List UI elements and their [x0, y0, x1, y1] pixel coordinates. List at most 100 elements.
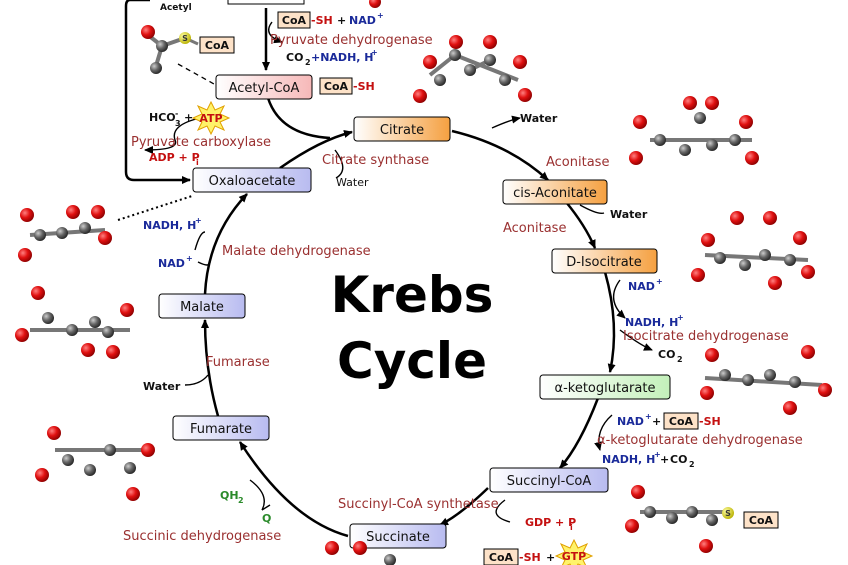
hco3-plus: +: [184, 111, 193, 124]
nadh-icdh: NADH, H: [625, 316, 678, 329]
nad-icdh: NAD: [628, 280, 655, 293]
gtp-label: GTP: [562, 550, 586, 563]
adp-sub: i: [196, 158, 199, 167]
plus-top: +: [337, 14, 346, 27]
molecule-succinyl-coa: S CoA: [625, 485, 779, 553]
node-oxaloacetate-label: Oxaloacetate: [209, 174, 296, 189]
co2-icdh: CO: [658, 348, 675, 361]
nad-top-sup: +: [377, 11, 384, 20]
nadh-akg: NADH, H: [602, 453, 655, 466]
plus-akg: +: [652, 415, 661, 428]
node-a-ketoglutarate: α-ketoglutarate: [539, 374, 671, 400]
coa-molecule-succinyl: CoA: [749, 514, 774, 527]
nad-mdh-sup: +: [186, 254, 193, 263]
enzyme-aconitase-2: Aconitase: [503, 221, 566, 236]
node-succinyl-coa: Succinyl-CoA: [489, 467, 609, 493]
enzyme-isocitrate-dehydrogenase: Isocitrate dehydrogenase: [623, 329, 789, 344]
node-fumarate: Fumarate: [172, 415, 270, 441]
molecule-oxaloacetate: [18, 205, 112, 262]
molecule-succinate: [325, 541, 396, 565]
title-line1: Krebs: [331, 266, 494, 324]
enzyme-succinic-dehydrogenase: Succinic dehydrogenase: [123, 529, 281, 544]
water-aconitase: Water: [610, 208, 648, 221]
co2-top: CO: [286, 51, 303, 64]
node-citrate-label: Citrate: [380, 123, 424, 138]
node-succinate: Succinate: [349, 523, 447, 549]
sh-akg: -SH: [699, 415, 721, 428]
atp-label: ATP: [199, 112, 222, 125]
nad-mdh: NAD: [158, 257, 185, 270]
nad-akg-sup: +: [645, 412, 652, 421]
molecule-top-partial: [369, 0, 381, 8]
node-cis-aconitate: cis-Aconitate: [502, 179, 608, 205]
coa-akg: CoA: [669, 415, 694, 428]
node-cis-aconitate-label: cis-Aconitate: [513, 186, 597, 201]
water-citrate-out: Water: [520, 112, 558, 125]
nadh-mdh-sup: +: [195, 216, 202, 225]
molecule-malate: [15, 286, 134, 359]
enzyme-fumarase: Fumarase: [206, 355, 270, 370]
node-d-isocitrate-label: D-Isocitrate: [566, 255, 642, 270]
sulfur-label: S: [182, 34, 188, 43]
sh-scs: -SH: [519, 551, 541, 564]
node-d-isocitrate: D-Isocitrate: [551, 248, 658, 274]
adp-pi-group: ADP + P i: [149, 151, 200, 167]
dashed-leader-acetyl: [177, 63, 215, 85]
node-acetyl-coa: Acetyl-CoA: [215, 74, 313, 100]
qh2-label: QH: [220, 489, 239, 502]
node-citrate: Citrate: [353, 116, 451, 142]
coa-label-top: CoA: [282, 14, 307, 27]
nadh-top-sup: +: [371, 48, 378, 57]
sulfur-label-succinyl: S: [725, 509, 731, 518]
q-label: Q: [262, 512, 271, 525]
label-acetyl: Acetyl: [160, 3, 192, 13]
nad-akg: NAD: [617, 415, 644, 428]
nad-top: NAD: [349, 14, 376, 27]
cycle-ring: [124, 0, 616, 538]
node-a-ketoglutarate-label: α-ketoglutarate: [555, 381, 656, 396]
node-acetyl-coa-label: Acetyl-CoA: [229, 81, 300, 96]
coa-molecule-acetyl: CoA: [205, 39, 230, 52]
co2-top-sub: 2: [305, 58, 311, 67]
nadh-akg-sup: +: [654, 450, 661, 459]
node-malate-label: Malate: [180, 300, 224, 315]
node-succinyl-coa-label: Succinyl-CoA: [507, 474, 592, 489]
gdp-sub: i: [570, 523, 573, 532]
enzyme-malate-dehydrogenase: Malate dehydrogenase: [222, 244, 371, 259]
molecule-isocitrate: [691, 211, 815, 290]
node-oxaloacetate: Oxaloacetate: [192, 167, 312, 193]
node-succinate-label: Succinate: [366, 530, 430, 545]
top-coa-sh-group: CoA -SH + NAD +: [277, 11, 384, 29]
akgdh-cofactors: NAD + + CoA -SH NADH, H + + CO 2: [602, 412, 721, 469]
hco3-label: HCO: [149, 111, 176, 124]
gdp-label: GDP + P: [525, 516, 576, 529]
water-fumarase: Water: [143, 380, 181, 393]
enzyme-aconitase-1: Aconitase: [546, 155, 609, 170]
gtp-star: [554, 538, 594, 565]
atp-star: [191, 100, 231, 136]
co2-icdh-sub: 2: [677, 355, 683, 364]
scs-cofactors: GDP + P i CoA -SH + GTP: [483, 516, 594, 565]
hco3-atp-group: HCO 3 - + ATP: [149, 100, 231, 136]
coa-label-acetyl: CoA: [324, 80, 349, 93]
enzyme-pyruvate-dehydrogenase: Pyruvate dehydrogenase: [270, 33, 433, 48]
molecule-cis-aconitate: [629, 96, 759, 165]
nadh-icdh-sup: +: [677, 313, 684, 322]
sh-label-acetyl: -SH: [353, 80, 375, 93]
node-fumarate-label: Fumarate: [190, 422, 252, 437]
side-arrows: [144, 21, 653, 523]
node-pyruvate-box-edge: [227, 0, 305, 5]
molecule-acetyl-coa: S CoA: [141, 25, 235, 74]
enzyme-citrate-synthase: Citrate synthase: [322, 153, 429, 168]
molecule-citrate: [413, 35, 532, 103]
molecule-fumarate: [35, 426, 155, 501]
molecule-a-ketoglutarate: [700, 345, 832, 415]
co2-akg: CO: [670, 453, 687, 466]
co2-akg-sub: 2: [689, 460, 695, 469]
hco3-sup: -: [175, 109, 178, 118]
qh2-sub: 2: [238, 496, 244, 505]
enzyme-succinyl-coa-synthetase: Succinyl-CoA synthetase: [338, 497, 499, 512]
plus-akg-2: +: [660, 453, 669, 466]
sh-label-top: -SH: [311, 14, 333, 27]
